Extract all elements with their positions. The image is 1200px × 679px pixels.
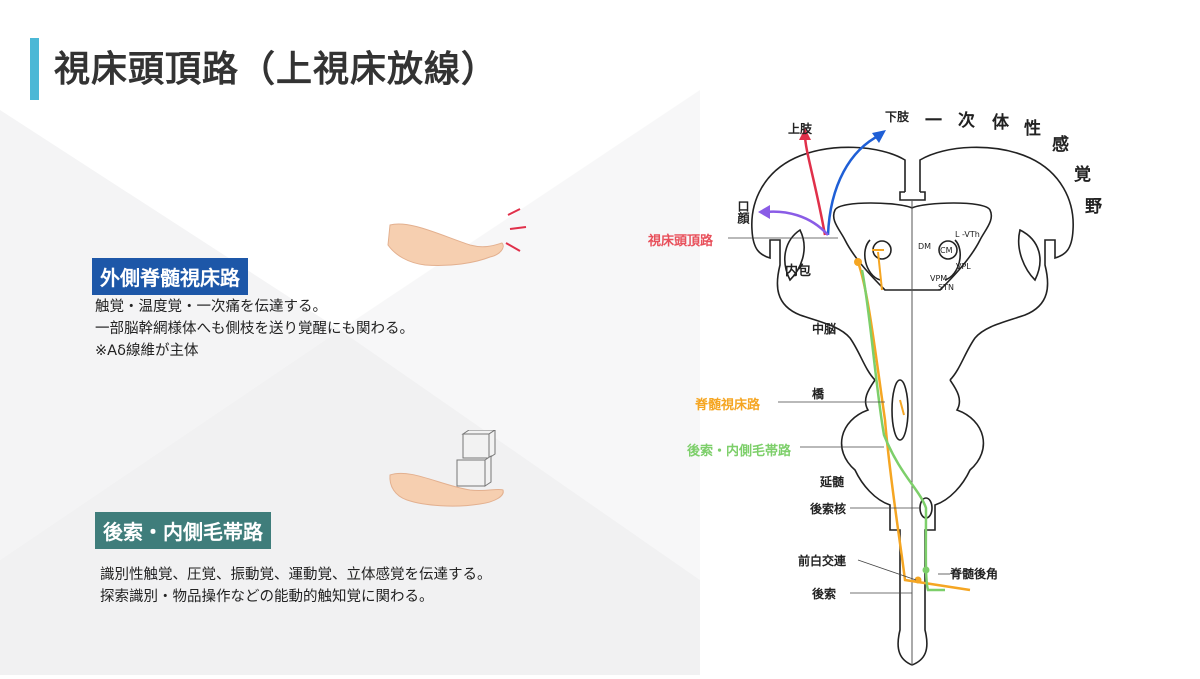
dorsal-description: 識別性触覚、圧覚、振動覚、運動覚、立体感覚を伝達する。 探索識別・物品操作などの… [100,564,492,608]
cortex-char-1: 一 [925,111,942,131]
dorsal-column-nuclei-label: 後索核 [810,502,847,516]
mouth-face-label: 口顔 [736,200,750,224]
lateral-line-2: 一部脳幹網様体へも側枝を送り覚醒にも関わる。 [95,321,414,337]
cortex-char-2: 次 [958,111,975,131]
sensory-pathway-diagram: 一 次 体 性 感 覚 野 上肢 下肢 口顔 視床頭頂路 内包 中脳 橋 脊髄視… [600,90,1200,675]
lateral-line-1: 触覚・温度覚・一次痛を伝達する。 [95,299,327,315]
spinothalamic-label: 脊髄視床路 [695,398,761,413]
brain-outline [728,128,1074,666]
dorsal-lemniscal-tract [860,269,945,592]
spinothalamic-tract [856,261,971,592]
midbrain-label: 中脳 [812,322,837,336]
upper-limb-label: 上肢 [788,122,813,136]
cortex-char-7: 野 [1085,197,1102,217]
page-title: 視床頭頂路（上視床放線） [54,49,499,90]
medulla-label: 延髄 [820,475,845,489]
internal-capsule-label: 内包 [785,264,812,279]
lateral-spinothalamic-heading: 外側脊髄視床路 [92,258,248,295]
nucleus-vpm: VPM [930,274,948,283]
pons-label: 橋 [812,387,825,401]
upper-limb-arrow [803,134,827,236]
thalamic-parietal-label: 視床頭頂路 [648,234,714,249]
dorsal-lemniscal-label: 後索・内側毛帯路 [687,444,792,459]
cortex-char-4: 性 [1024,119,1041,139]
hand-pain-illustration [387,208,527,266]
dorsal-column-label: 後索 [812,587,837,601]
dorsal-line-1: 識別性触覚、圧覚、振動覚、運動覚、立体感覚を伝達する。 [100,567,492,583]
nucleus-lvth: L -VTh [955,230,980,239]
nucleus-dm: DM [918,242,932,251]
dorsal-horn-label: 脊髄後角 [950,567,999,581]
title-accent-bar [30,38,39,100]
lower-limb-label: 下肢 [885,110,910,124]
lateral-line-3: ※Aδ線維が主体 [95,343,199,359]
cortex-char-3: 体 [992,113,1009,133]
nucleus-stn: STN [938,283,954,292]
nucleus-cm: CM [940,246,953,255]
hand-cubes-illustration [389,430,504,507]
cortex-char-5: 感 [1052,135,1069,155]
dorsal-column-heading: 後索・内側毛帯路 [95,512,271,549]
nucleus-vpl: VPL [956,262,971,271]
cortex-char-6: 覚 [1074,165,1091,185]
lower-limb-arrow [826,133,881,236]
dorsal-line-2: 探索識別・物品操作などの能動的触知覚に関わる。 [100,589,434,605]
anterior-commissure-label: 前白交連 [798,554,847,568]
mouth-face-arrow [764,210,829,236]
lateral-description: 触覚・温度覚・一次痛を伝達する。 一部脳幹網様体へも側枝を送り覚醒にも関わる。 … [95,296,414,362]
